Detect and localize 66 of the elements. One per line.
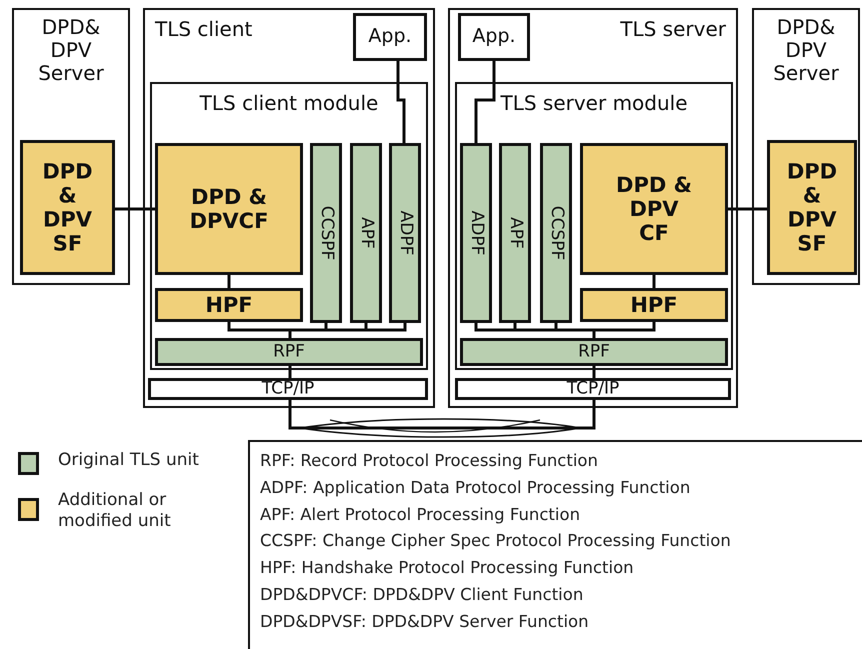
unit-label: CCSPF [546, 206, 566, 260]
component-box [458, 13, 530, 61]
unit-label: CCSPF [316, 206, 336, 260]
unit-box [460, 143, 492, 323]
abbreviation-definition: CCSPF: Change Cipher Spec Protocol Processing Function [260, 530, 731, 552]
system-box [752, 8, 860, 285]
unit-label: APF [356, 217, 376, 249]
abbreviation-definition: HPF: Handshake Protocol Processing Function [260, 557, 634, 580]
unit-label: DPD & DPV SF [41, 159, 94, 256]
unit-box [540, 143, 572, 323]
unit-label: DPD & DPV CF [615, 172, 693, 246]
unit-label: App. [368, 26, 412, 48]
unit-label: HPF [630, 292, 678, 318]
unit-box [767, 140, 857, 275]
unit-label: HPF [205, 292, 253, 318]
connector-line [474, 61, 496, 143]
component-box [148, 378, 428, 400]
unit-label: ADPF [395, 210, 415, 256]
abbreviation-definition: DPD&DPVSF: DPD&DPV Server Function [260, 610, 589, 633]
system-box [455, 82, 733, 370]
unit-label: APF [505, 217, 525, 249]
unit-label: DPD & DPVCF [188, 184, 270, 234]
unit-box [155, 288, 303, 322]
system-box [150, 82, 428, 370]
connector-line [115, 208, 155, 210]
abbreviation-definition: ADPF: Application Data Protocol Processing Function [260, 476, 690, 499]
unit-box [499, 143, 531, 323]
unit-box [580, 288, 728, 322]
unit-label: ADPF [466, 210, 486, 256]
system-box [143, 8, 435, 408]
unit-box [580, 143, 728, 275]
system-box [448, 8, 738, 408]
connector-line [652, 275, 656, 288]
connector-line [228, 275, 230, 288]
unit-box [460, 338, 728, 366]
box-title: TLS client module [200, 92, 378, 115]
unit-label: RPF [273, 344, 305, 360]
unit-box [310, 143, 342, 323]
unit-label: RPF [578, 344, 610, 360]
unit-label: TCP/IP [262, 380, 314, 398]
component-box [455, 378, 731, 400]
unit-label: App. [472, 26, 516, 48]
connector-line [728, 208, 767, 210]
box-title: DPD& DPV Server [772, 16, 840, 85]
unit-label: TCP/IP [566, 380, 620, 398]
legend-text: Original TLS unit [58, 450, 200, 472]
box-title: TLS server module [500, 92, 688, 115]
unit-box [350, 143, 382, 323]
legend-text: Additional or modified unit [58, 490, 172, 532]
connector-line [288, 366, 292, 378]
abbreviation-definition: APF: Alert Protocol Processing Function [260, 504, 580, 526]
component-box [353, 13, 427, 61]
unit-box [20, 140, 115, 275]
connector-line [288, 400, 596, 430]
box-title: TLS client [155, 18, 252, 41]
unit-box [155, 338, 423, 366]
box-title: TLS server [620, 18, 726, 41]
connector-line [396, 61, 406, 143]
system-box [12, 8, 130, 285]
connector-line [592, 366, 596, 378]
unit-box [155, 143, 303, 275]
unit-label: DPD & DPV SF [786, 159, 838, 256]
abbreviation-definition: DPD&DPVCF: DPD&DPV Client Function [260, 584, 584, 606]
box-title: DPD& DPV Server [37, 16, 105, 85]
unit-box [389, 143, 421, 323]
abbreviation-definition: RPF: Record Protocol Processing Function [260, 450, 598, 472]
